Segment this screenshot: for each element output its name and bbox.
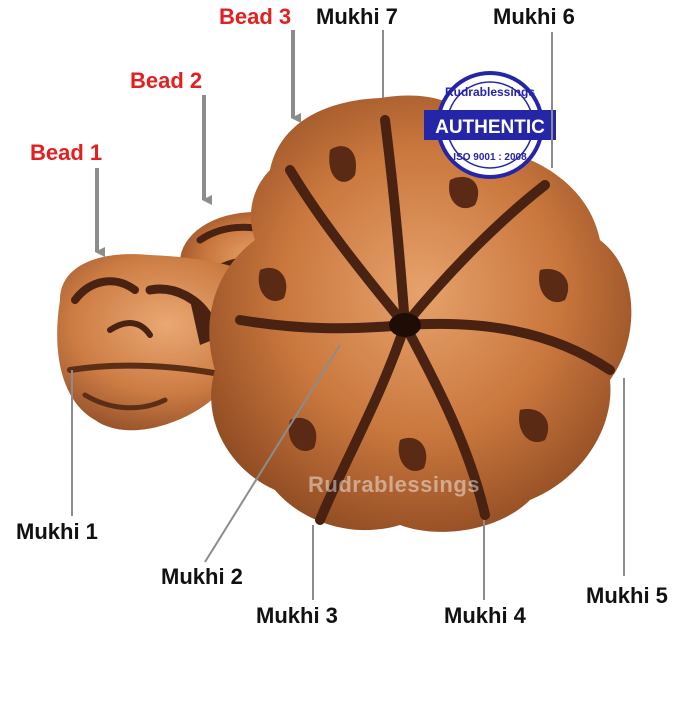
authentic-badge: Rudrablessings AUTHENTIC ISO 9001 : 2008 — [424, 71, 556, 179]
mukhi-5-label: Mukhi 5 — [586, 583, 668, 608]
bead-3-shape — [209, 95, 632, 532]
mukhi-2-line — [204, 344, 341, 563]
mukhi-3-label: Mukhi 3 — [256, 603, 338, 628]
mukhi-7-label: Mukhi 7 — [316, 4, 398, 29]
badge-top-text: Rudrablessings — [445, 85, 535, 99]
mukhi-2-label: Mukhi 2 — [161, 564, 243, 589]
mukhi-6-label: Mukhi 6 — [493, 4, 575, 29]
watermark-text: Rudrablessings — [308, 472, 481, 497]
badge-bottom-text: ISO 9001 : 2008 — [453, 152, 527, 163]
badge-main-text: AUTHENTIC — [435, 117, 545, 138]
mukhi-1-label: Mukhi 1 — [16, 519, 98, 544]
bead-1-label: Bead 1 — [30, 140, 103, 165]
bead-3-label: Bead 3 — [219, 4, 292, 29]
bead-2-label: Bead 2 — [130, 68, 203, 93]
mukhi-4-label: Mukhi 4 — [444, 603, 526, 628]
